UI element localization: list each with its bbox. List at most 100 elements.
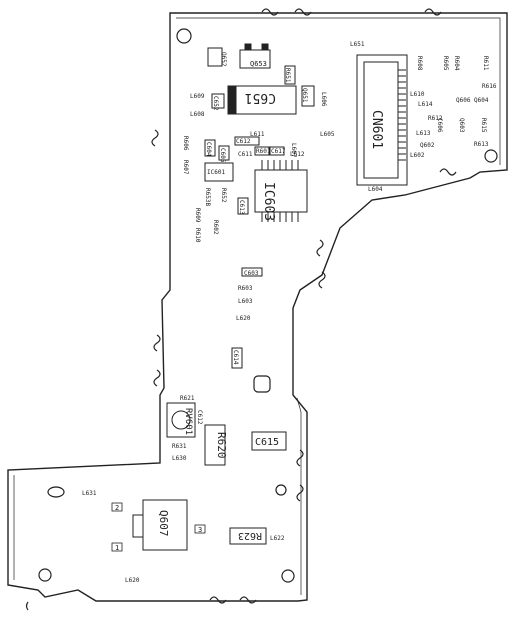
label-r623: R623 bbox=[238, 530, 262, 541]
c613-body bbox=[237, 197, 249, 215]
label-c651: C651 bbox=[245, 90, 276, 105]
board-outline bbox=[7, 12, 508, 602]
mount-hole-mid bbox=[275, 484, 287, 496]
label-q606: Q606 bbox=[456, 97, 471, 104]
label-l651: L651 bbox=[350, 41, 365, 48]
c604-body bbox=[204, 139, 216, 157]
label-pin2: 2 bbox=[115, 504, 119, 512]
c603-body bbox=[241, 267, 263, 277]
label-r607: R607 bbox=[182, 160, 189, 175]
label-pin1: 1 bbox=[115, 544, 119, 552]
label-r603: R603 bbox=[238, 285, 253, 292]
label-ic603: IC603 bbox=[261, 182, 276, 221]
label-c617: C617 bbox=[271, 148, 286, 155]
q607-leg1 bbox=[111, 542, 123, 552]
label-q604: Q604 bbox=[474, 97, 489, 104]
label-r609: R609 bbox=[194, 208, 201, 223]
label-l631: L631 bbox=[82, 490, 97, 497]
label-l610: L610 bbox=[410, 91, 425, 98]
label-r605: R605 bbox=[442, 56, 449, 71]
label-r631: R631 bbox=[172, 443, 187, 450]
label-r604: R604 bbox=[453, 56, 460, 71]
label-l607: L607 bbox=[290, 143, 297, 158]
ic603-pins bbox=[261, 160, 299, 222]
q652-body bbox=[207, 47, 223, 67]
label-l620: L620 bbox=[236, 315, 251, 322]
label-c611: C611 bbox=[238, 151, 253, 158]
mount-hole-top-left bbox=[176, 28, 192, 44]
label-r616: R616 bbox=[482, 83, 497, 90]
cn601-inner bbox=[363, 61, 399, 179]
label-l603: L603 bbox=[238, 298, 253, 305]
label-l606: L606 bbox=[320, 92, 327, 107]
mount-slot-center bbox=[253, 375, 271, 393]
label-r653b: R653B bbox=[204, 188, 211, 206]
mount-hole-top-right bbox=[484, 149, 498, 163]
label-q602: Q602 bbox=[420, 142, 435, 149]
mount-hole-bottom-left bbox=[38, 568, 52, 582]
c617-body bbox=[269, 146, 285, 156]
label-r621: R621 bbox=[180, 395, 195, 402]
q607-leg2 bbox=[111, 502, 123, 512]
label-r620: R620 bbox=[215, 432, 228, 459]
label-l630: L630 bbox=[172, 455, 187, 462]
label-c613: C613 bbox=[238, 200, 245, 215]
mount-slot-left bbox=[47, 486, 65, 498]
label-l614: L614 bbox=[418, 101, 433, 108]
label-l605: L605 bbox=[320, 131, 335, 138]
c652-body bbox=[211, 93, 225, 109]
q653-tab bbox=[261, 43, 269, 51]
label-rv601: RV601 bbox=[183, 408, 193, 435]
board-inner-edge bbox=[13, 17, 501, 595]
mount-hole-bottom-right bbox=[281, 569, 295, 583]
label-q607: Q607 bbox=[157, 510, 170, 537]
cn601-pins bbox=[398, 69, 406, 161]
c614-body bbox=[231, 347, 243, 369]
label-c612a: C612 bbox=[236, 138, 251, 145]
rv601-dial bbox=[171, 410, 191, 430]
r623-body bbox=[229, 527, 267, 545]
q651-body bbox=[301, 85, 315, 107]
label-c604: C604 bbox=[205, 142, 212, 157]
label-q652: Q652 bbox=[220, 52, 227, 67]
label-r615: R615 bbox=[480, 118, 487, 133]
label-q603: Q603 bbox=[458, 118, 465, 133]
c615-body bbox=[251, 431, 287, 451]
label-r611: R611 bbox=[482, 56, 489, 71]
c605-body bbox=[218, 145, 230, 161]
label-r612: R612 bbox=[428, 115, 443, 122]
label-c615: C615 bbox=[255, 437, 279, 448]
r651-body bbox=[284, 65, 296, 85]
q607-tab bbox=[132, 514, 144, 538]
q653-body bbox=[239, 49, 271, 69]
label-c612: C612 bbox=[196, 410, 203, 425]
label-r652: R652 bbox=[220, 188, 227, 203]
label-cn601: CN601 bbox=[369, 110, 384, 149]
label-q653: Q653 bbox=[250, 60, 267, 68]
label-r606: R606 bbox=[182, 136, 189, 151]
label-l608: L608 bbox=[190, 111, 205, 118]
label-l612: L612 bbox=[290, 151, 305, 158]
label-c606: C606 bbox=[436, 118, 443, 133]
ic603-body bbox=[254, 169, 308, 213]
ic601-body bbox=[204, 162, 234, 182]
label-c614: C614 bbox=[232, 350, 239, 365]
label-l620b: L620 bbox=[125, 577, 140, 584]
label-r602: R602 bbox=[212, 220, 219, 235]
c612a-body bbox=[234, 136, 260, 146]
label-r608: R608 bbox=[416, 56, 423, 71]
label-l622: L622 bbox=[270, 535, 285, 542]
label-r613: R613 bbox=[474, 141, 489, 148]
label-l604: L604 bbox=[368, 186, 383, 193]
r601-body bbox=[254, 146, 270, 156]
label-ic601: IC601 bbox=[207, 169, 225, 176]
label-pin3: 3 bbox=[198, 526, 202, 534]
label-c605: C605 bbox=[219, 148, 226, 163]
label-c652: C652 bbox=[212, 96, 219, 111]
r620-body bbox=[204, 424, 226, 466]
q653-tab2 bbox=[244, 43, 252, 51]
label-r610: R610 bbox=[194, 228, 201, 243]
break-marks bbox=[25, 8, 457, 611]
label-q651: Q651 bbox=[301, 88, 308, 103]
